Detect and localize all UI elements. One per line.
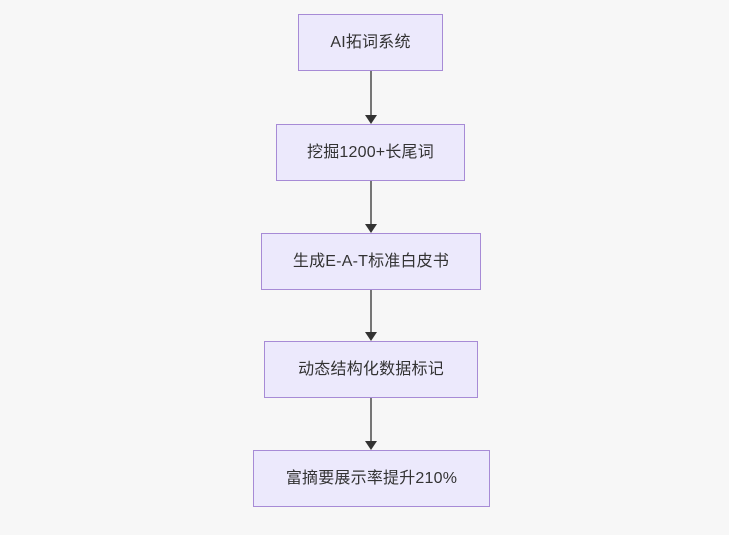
flow-node-structured-data-markup[interactable]: 动态结构化数据标记 — [264, 341, 478, 398]
flow-node-longtail-keywords[interactable]: 挖掘1200+长尾词 — [276, 124, 465, 181]
connector-n3-n4 — [365, 290, 377, 341]
flow-node-label: 挖掘1200+长尾词 — [307, 143, 434, 161]
flow-node-eat-whitepaper[interactable]: 生成E-A-T标准白皮书 — [261, 233, 481, 290]
arrowhead-icon — [365, 115, 377, 124]
arrowhead-icon — [365, 332, 377, 341]
connector-n1-n2 — [365, 71, 377, 124]
flow-node-label: 动态结构化数据标记 — [298, 360, 444, 378]
connector-line — [370, 71, 372, 115]
connector-line — [370, 398, 372, 441]
connector-line — [370, 181, 372, 224]
connector-n4-n5 — [365, 398, 377, 450]
arrowhead-icon — [365, 441, 377, 450]
flow-node-rich-snippet-result[interactable]: 富摘要展示率提升210% — [253, 450, 490, 507]
flow-node-label: 生成E-A-T标准白皮书 — [292, 252, 450, 270]
flow-node-ai-keyword-system[interactable]: AI拓词系统 — [298, 14, 443, 71]
arrowhead-icon — [365, 224, 377, 233]
connector-n2-n3 — [365, 181, 377, 233]
connector-line — [370, 290, 372, 332]
flow-node-label: 富摘要展示率提升210% — [285, 469, 458, 487]
flow-node-label: AI拓词系统 — [330, 33, 411, 51]
